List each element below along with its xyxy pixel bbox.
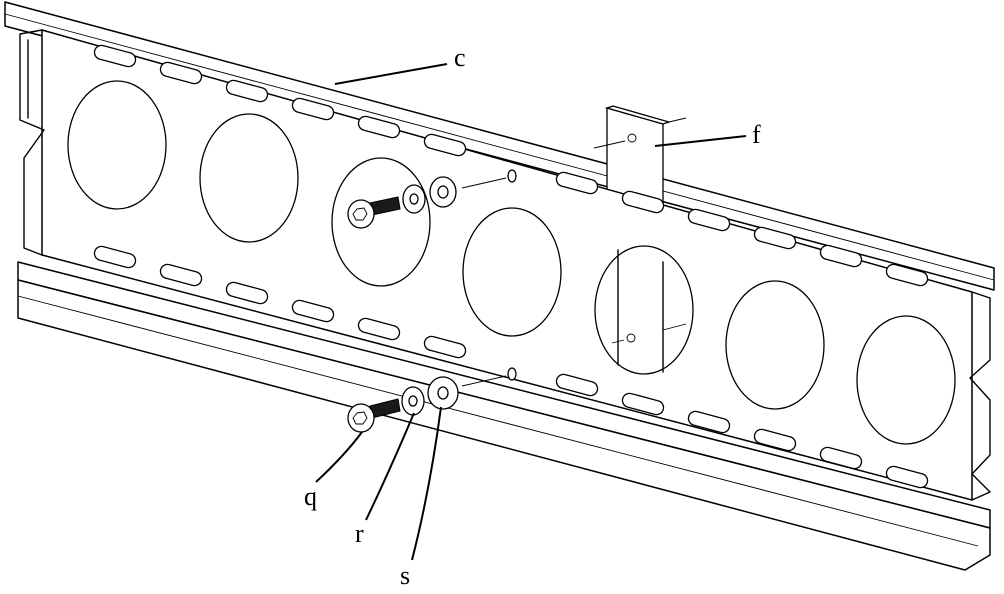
upper-fastener-set: [347, 169, 517, 229]
label-q: q: [304, 482, 317, 511]
lower-slots: [93, 245, 929, 489]
label-c: c: [454, 43, 466, 72]
large-holes: [67, 80, 956, 445]
upper-slots: [93, 44, 929, 287]
label-r: r: [355, 519, 364, 548]
lower-fastener-set: [347, 367, 517, 433]
label-f: f: [752, 120, 761, 149]
leader-lines: [315, 63, 747, 561]
label-s: s: [400, 561, 410, 589]
bracket-through-hole: [611, 249, 687, 373]
top-flange: [4, 1, 995, 291]
